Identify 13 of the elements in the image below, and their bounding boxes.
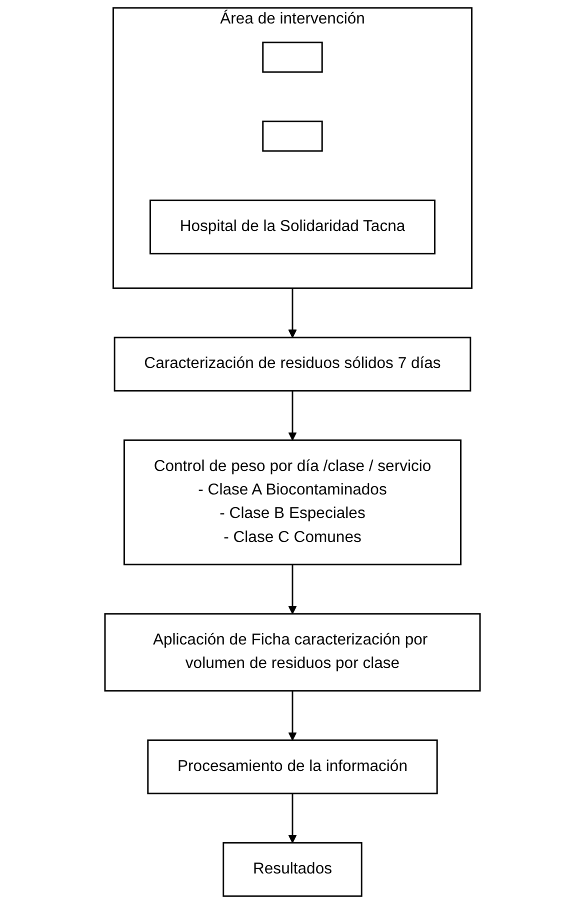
arrow <box>288 690 297 741</box>
node-box: Resultados <box>222 842 362 897</box>
node-box <box>262 42 323 73</box>
node-box <box>262 120 323 152</box>
node-box: Hospital de la Solidaridad Tacna <box>150 200 436 254</box>
node-box: Procesamiento de la información <box>147 739 438 794</box>
arrow <box>288 288 297 338</box>
arrow <box>288 793 297 844</box>
node-box: Caracterización de residuos sólidos 7 días <box>114 336 472 392</box>
node-box: Aplicación de Ficha caracterización por volumen de residuos por clase <box>104 613 481 692</box>
arrow <box>288 390 297 441</box>
node-box: Control de peso por día /clase / servicio - Clase A Biocontaminados - Clase B Especiales - Clase C Comunes <box>123 439 462 566</box>
arrow <box>288 564 297 614</box>
